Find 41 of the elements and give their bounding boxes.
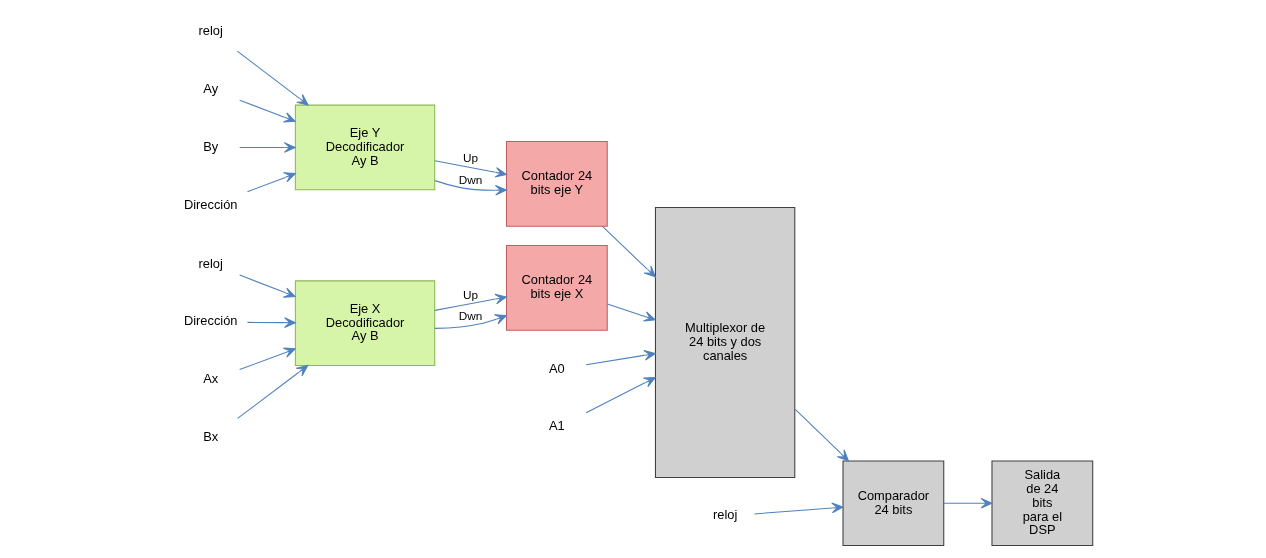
arrow — [238, 99, 296, 123]
node-text: reloj — [198, 255, 223, 271]
arrow — [433, 314, 507, 329]
arrow — [794, 408, 849, 462]
arrow — [236, 365, 308, 419]
node-box: Eje X Decodificador Ay B — [294, 280, 435, 367]
edge-label: Dwn — [458, 308, 482, 322]
node-text: Dirección — [183, 313, 238, 329]
edge-label: Up — [462, 288, 478, 302]
arrow — [246, 172, 296, 193]
arrow — [585, 377, 656, 414]
arrow — [753, 502, 843, 515]
node-box: Eje Y Decodificador Ay B — [294, 104, 435, 191]
node-box: Contador 24 bits eje X — [505, 244, 608, 331]
arrow — [238, 274, 296, 298]
node-text: Dirección — [183, 196, 238, 212]
node-text: Bx — [202, 429, 218, 445]
edge-label: Dwn — [458, 172, 482, 186]
node-box: Contador 24 bits eje Y — [505, 141, 608, 227]
node-box: Salida de 24 bits para el DSP — [990, 460, 1093, 547]
arrow — [433, 293, 507, 311]
arrow — [433, 160, 507, 178]
arrow — [434, 180, 507, 196]
node-box: Multiplexor de 24 bits y dos canales — [654, 206, 795, 479]
arrow — [246, 317, 296, 328]
node-text: By — [202, 138, 218, 154]
node-text: Ax — [202, 371, 218, 387]
node-box: Comparador 24 bits — [841, 460, 944, 547]
edge-label: Up — [462, 151, 478, 165]
node-text: reloj — [712, 507, 737, 523]
arrow — [942, 497, 992, 509]
arrow — [236, 50, 309, 106]
node-text: reloj — [198, 23, 223, 39]
node-text: Ay — [202, 80, 218, 96]
arrow — [585, 350, 656, 366]
node-text: A1 — [548, 418, 565, 434]
arrow — [606, 303, 656, 322]
arrow — [601, 225, 656, 278]
arrow — [238, 142, 296, 153]
node-text: A0 — [548, 360, 565, 376]
arrow — [238, 347, 296, 371]
